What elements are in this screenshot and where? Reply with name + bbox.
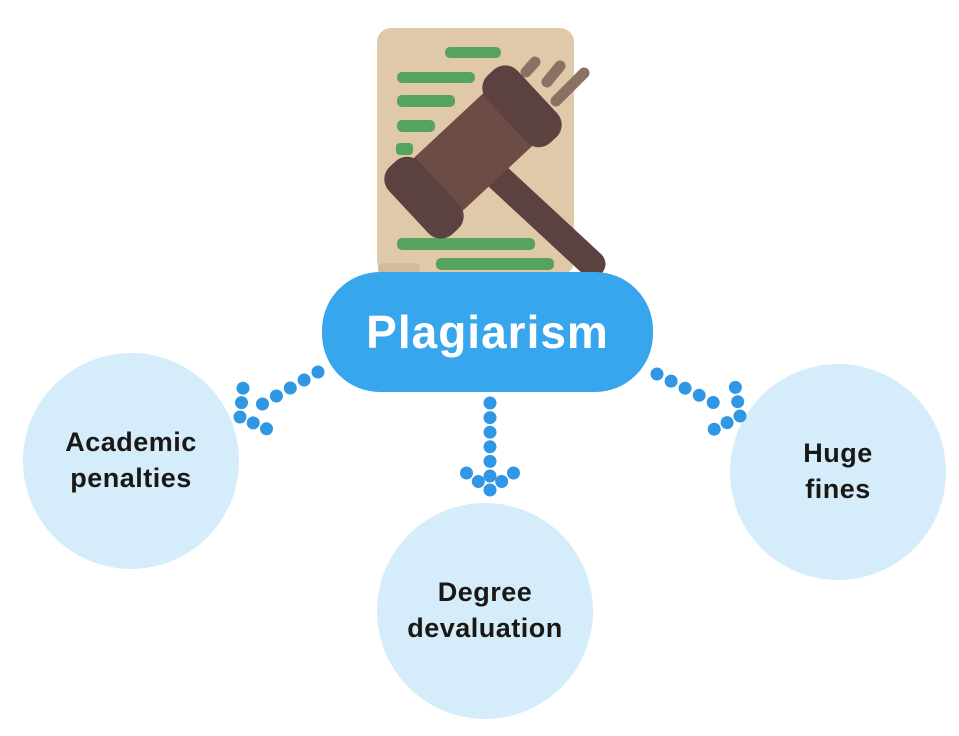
arrow-dot xyxy=(233,410,247,424)
arrow-dot xyxy=(731,395,745,409)
node-academic-penalties-label: Academic penalties xyxy=(65,427,197,493)
arrow-dot xyxy=(495,475,509,488)
arrow-dot xyxy=(483,440,497,454)
arrow-dot xyxy=(483,454,497,468)
arrow-dot xyxy=(311,365,325,379)
arrow-dot xyxy=(664,374,678,388)
node-academic-penalties: Academic penalties xyxy=(23,353,239,569)
arrow-dot xyxy=(283,381,297,395)
gavel-head-cap-right xyxy=(482,65,562,148)
arrow-dot xyxy=(460,466,473,480)
arrow-dot xyxy=(483,483,497,497)
arrow-dot xyxy=(246,416,260,430)
arrow-dot xyxy=(707,422,721,436)
arrow-dot xyxy=(678,381,692,395)
node-huge-fines-label: Huge fines xyxy=(803,438,873,504)
arrow-dot xyxy=(235,396,248,410)
plagiarism-node: Plagiarism xyxy=(322,272,653,392)
node-degree-devaluation: Degree devaluation xyxy=(377,503,593,719)
gavel-handle xyxy=(483,162,606,278)
arrow-dot xyxy=(728,380,742,394)
node-huge-fines: Huge fines xyxy=(730,364,946,580)
node-degree-devaluation-label: Degree devaluation xyxy=(407,577,563,643)
plagiarism-label: Plagiarism xyxy=(366,306,609,358)
gavel xyxy=(384,65,606,278)
arrow-dot xyxy=(260,422,273,436)
arrow-dot xyxy=(256,397,269,411)
arrow-dot xyxy=(297,373,311,387)
arrow-dot xyxy=(269,389,283,403)
gavel-head-cap-left xyxy=(384,156,464,239)
arrow-dot xyxy=(507,466,520,480)
arrow-dot xyxy=(483,396,497,410)
arrow-dot xyxy=(483,425,497,439)
arrow-dot xyxy=(720,416,734,430)
arrow-dot xyxy=(236,381,250,395)
arrow-dot xyxy=(692,388,706,402)
arrow-dot xyxy=(483,411,497,425)
arrow-dot xyxy=(471,475,485,488)
arrow-dot xyxy=(650,367,664,381)
impact-lines xyxy=(520,56,590,107)
document-text-lines xyxy=(396,47,554,270)
gavel-document-icon xyxy=(377,28,606,278)
arrow-dot xyxy=(483,469,497,483)
arrow-dot xyxy=(706,396,720,409)
